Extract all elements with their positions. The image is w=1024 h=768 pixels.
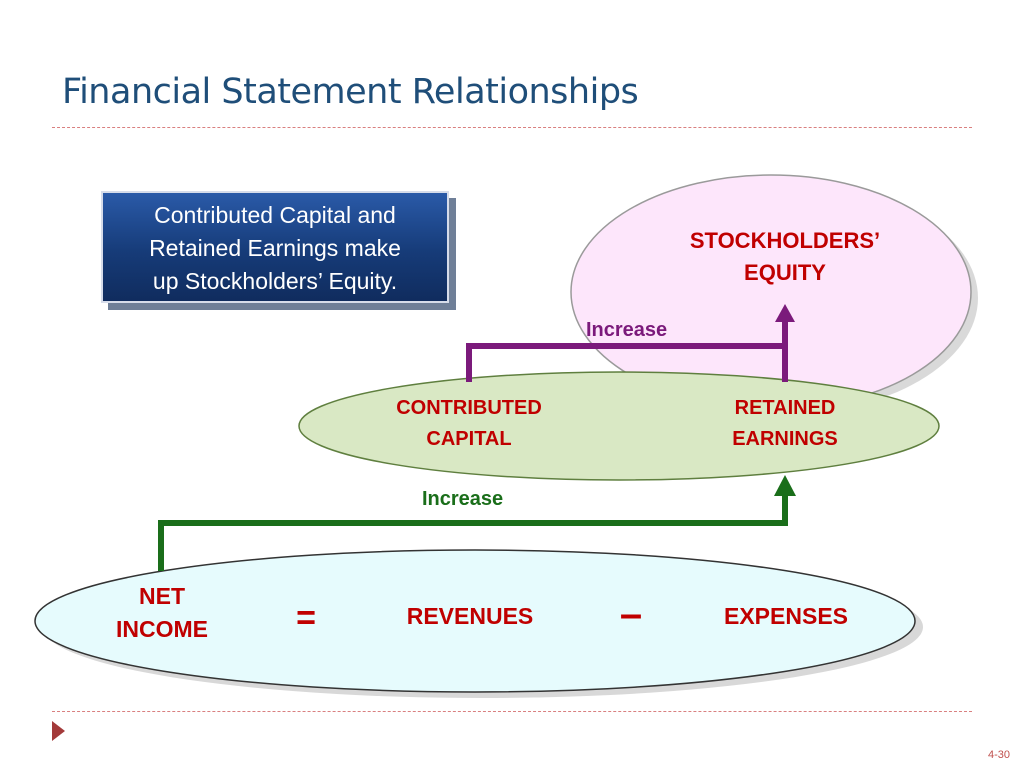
contributed-capital-label: CONTRIBUTED CAPITAL [396,397,542,450]
retained-earnings-label: RETAINED EARNINGS [732,397,838,450]
revenues-label: REVENUES [406,603,534,629]
lower-increase-label: Increase [422,488,504,510]
callout-box: Contributed Capital and Retained Earning… [101,191,449,303]
net-income-label: NET INCOME [116,583,208,642]
green-increase-connector [158,494,788,571]
upper-increase-label: Increase [586,319,668,341]
title-divider [52,127,972,128]
triangle-bullet-icon [52,721,65,741]
stockholders-equity-label: STOCKHOLDERS’ EQUITY [689,228,881,285]
footer-divider [52,711,972,712]
green-arrowhead [774,475,796,496]
purple-increase-connector [466,343,785,382]
components-ellipse [298,371,940,481]
page-number: 4-30 [987,749,1010,761]
expenses-label: EXPENSES [724,603,848,629]
minus-sign: – [619,592,643,636]
slide-title: Financial Statement Relationships [62,72,639,112]
purple-arrowhead [775,304,795,322]
equation-ellipse [34,549,916,693]
equals-sign: = [296,599,316,637]
